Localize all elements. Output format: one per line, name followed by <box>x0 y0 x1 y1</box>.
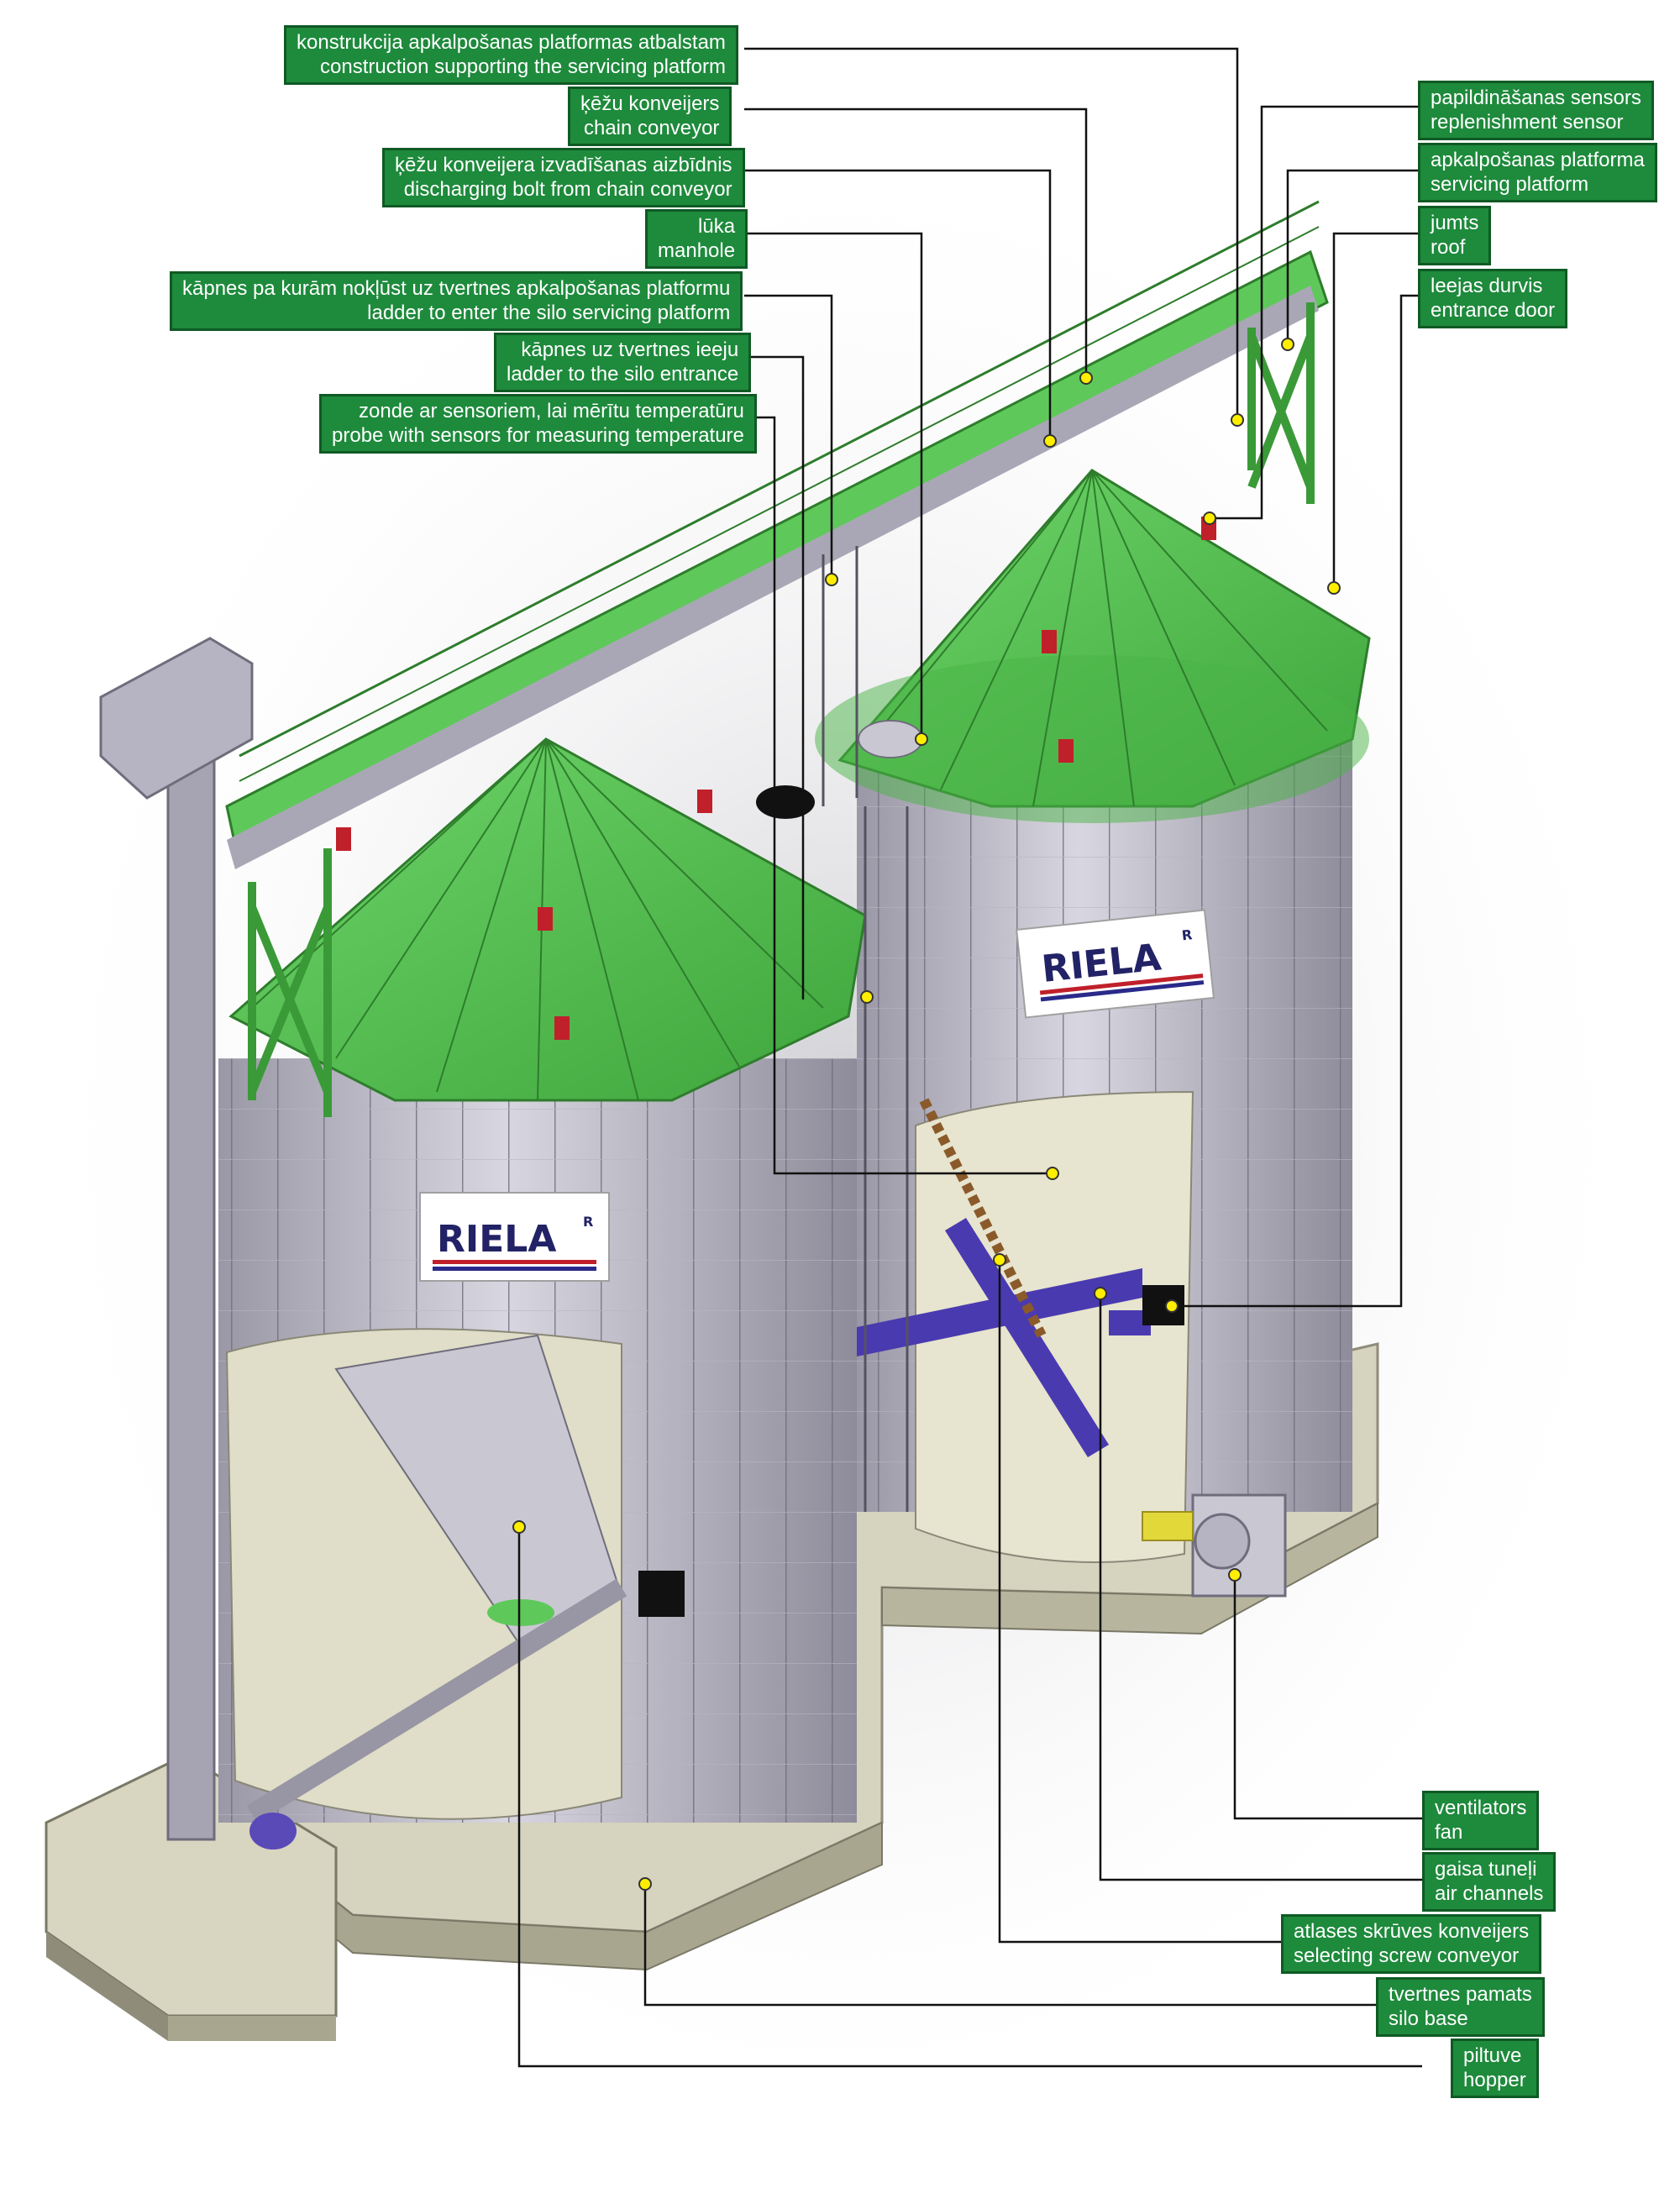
callout-air-channels: gaisa tuneļi air channels <box>1422 1852 1557 1912</box>
label-en: ladder to enter the silo servicing platf… <box>367 302 731 324</box>
callout-roof: jumts roof <box>1418 206 1492 265</box>
callout-servicing-platform: apkalpošanas platforma servicing platfor… <box>1418 143 1657 202</box>
manhole <box>756 785 815 819</box>
roof-hatch <box>858 720 923 758</box>
label-lv: tvertnes pamats <box>1389 1983 1532 2006</box>
callout-discharging-bolt: ķēžu konveijera izvadīšanas aizbīdnis di… <box>382 148 745 207</box>
bucket-elevator <box>99 637 254 1841</box>
bottom-conveyor <box>246 1578 627 1823</box>
label-en: discharging bolt from chain conveyor <box>403 178 732 201</box>
svg-text:R: R <box>583 1214 593 1230</box>
callout-screw-conveyor: atlases skrūves konveijers selecting scr… <box>1281 1914 1542 1974</box>
riela-logo-left: RIELA R <box>419 1192 610 1282</box>
conveyor-motor <box>249 1813 297 1850</box>
label-lv: konstrukcija apkalpošanas platformas atb… <box>297 31 726 54</box>
label-lv: kāpnes pa kurām nokļūst uz tvertnes apka… <box>182 277 731 300</box>
label-lv: ķēžu konveijera izvadīšanas aizbīdnis <box>395 154 732 176</box>
label-lv: gaisa tuneļi <box>1435 1858 1537 1881</box>
label-lv: lūka <box>698 215 736 238</box>
label-lv: papildināšanas sensors <box>1431 87 1641 109</box>
label-en: hopper <box>1463 2069 1526 2091</box>
callout-temperature-probe: zonde ar sensoriem, lai mērītu temperatū… <box>319 394 757 454</box>
label-en: probe with sensors for measuring tempera… <box>332 424 744 447</box>
servicing-platform <box>225 200 1329 869</box>
callout-platform-support: konstrukcija apkalpošanas platformas atb… <box>284 25 738 85</box>
label-lv: jumts <box>1431 212 1479 234</box>
label-en: selecting screw conveyor <box>1294 1944 1520 1967</box>
label-en: chain conveyor <box>583 117 720 139</box>
label-en: manhole <box>658 239 736 262</box>
label-en: servicing platform <box>1431 173 1589 196</box>
riela-logo-right: RIELA R <box>1016 909 1215 1019</box>
callout-hopper: piltuve hopper <box>1451 2038 1539 2098</box>
label-lv: ķēžu konveijers <box>580 92 720 115</box>
label-lv: ventilators <box>1435 1797 1527 1819</box>
label-en: replenishment sensor <box>1431 111 1624 134</box>
label-en: air channels <box>1435 1882 1544 1905</box>
callout-fan: ventilators fan <box>1422 1791 1540 1850</box>
label-lv: piltuve <box>1463 2044 1522 2067</box>
callout-platform-ladder: kāpnes pa kurām nokļūst uz tvertnes apka… <box>170 271 743 331</box>
label-lv: kāpnes uz tvertnes ieeju <box>521 338 739 361</box>
label-en: ladder to the silo entrance <box>507 363 739 386</box>
leader-lines <box>517 47 1422 2068</box>
label-lv: apkalpošanas platforma <box>1431 149 1645 171</box>
callout-manhole: lūka manhole <box>645 209 748 269</box>
roof-sensors <box>336 517 1216 1040</box>
svg-text:R: R <box>1181 926 1193 943</box>
label-en: silo base <box>1389 2007 1468 2030</box>
marker-dots <box>512 338 1341 1891</box>
callout-replenishment-sensor: papildināšanas sensors replenishment sen… <box>1418 81 1654 140</box>
ladders <box>822 546 909 1512</box>
svg-text:RIELA: RIELA <box>437 1218 556 1261</box>
callout-silo-base: tvertnes pamats silo base <box>1376 1977 1545 2037</box>
entrance-door-left <box>638 1571 685 1617</box>
label-en: fan <box>1435 1821 1463 1844</box>
fan <box>1142 1493 1287 1598</box>
label-en: construction supporting the servicing pl… <box>320 55 726 78</box>
callout-chain-conveyor: ķēžu konveijers chain conveyor <box>568 87 732 146</box>
label-en: entrance door <box>1431 299 1556 322</box>
label-lv: zonde ar sensoriem, lai mērītu temperatū… <box>359 400 744 422</box>
label-en: roof <box>1431 236 1466 259</box>
label-lv: leejas durvis <box>1431 275 1543 297</box>
label-lv: atlases skrūves konveijers <box>1294 1920 1530 1943</box>
callout-entrance-ladder: kāpnes uz tvertnes ieeju ladder to the s… <box>494 333 752 392</box>
callout-entrance-door: leejas durvis entrance door <box>1418 269 1568 328</box>
selecting-screw-conveyor <box>919 1098 1047 1338</box>
